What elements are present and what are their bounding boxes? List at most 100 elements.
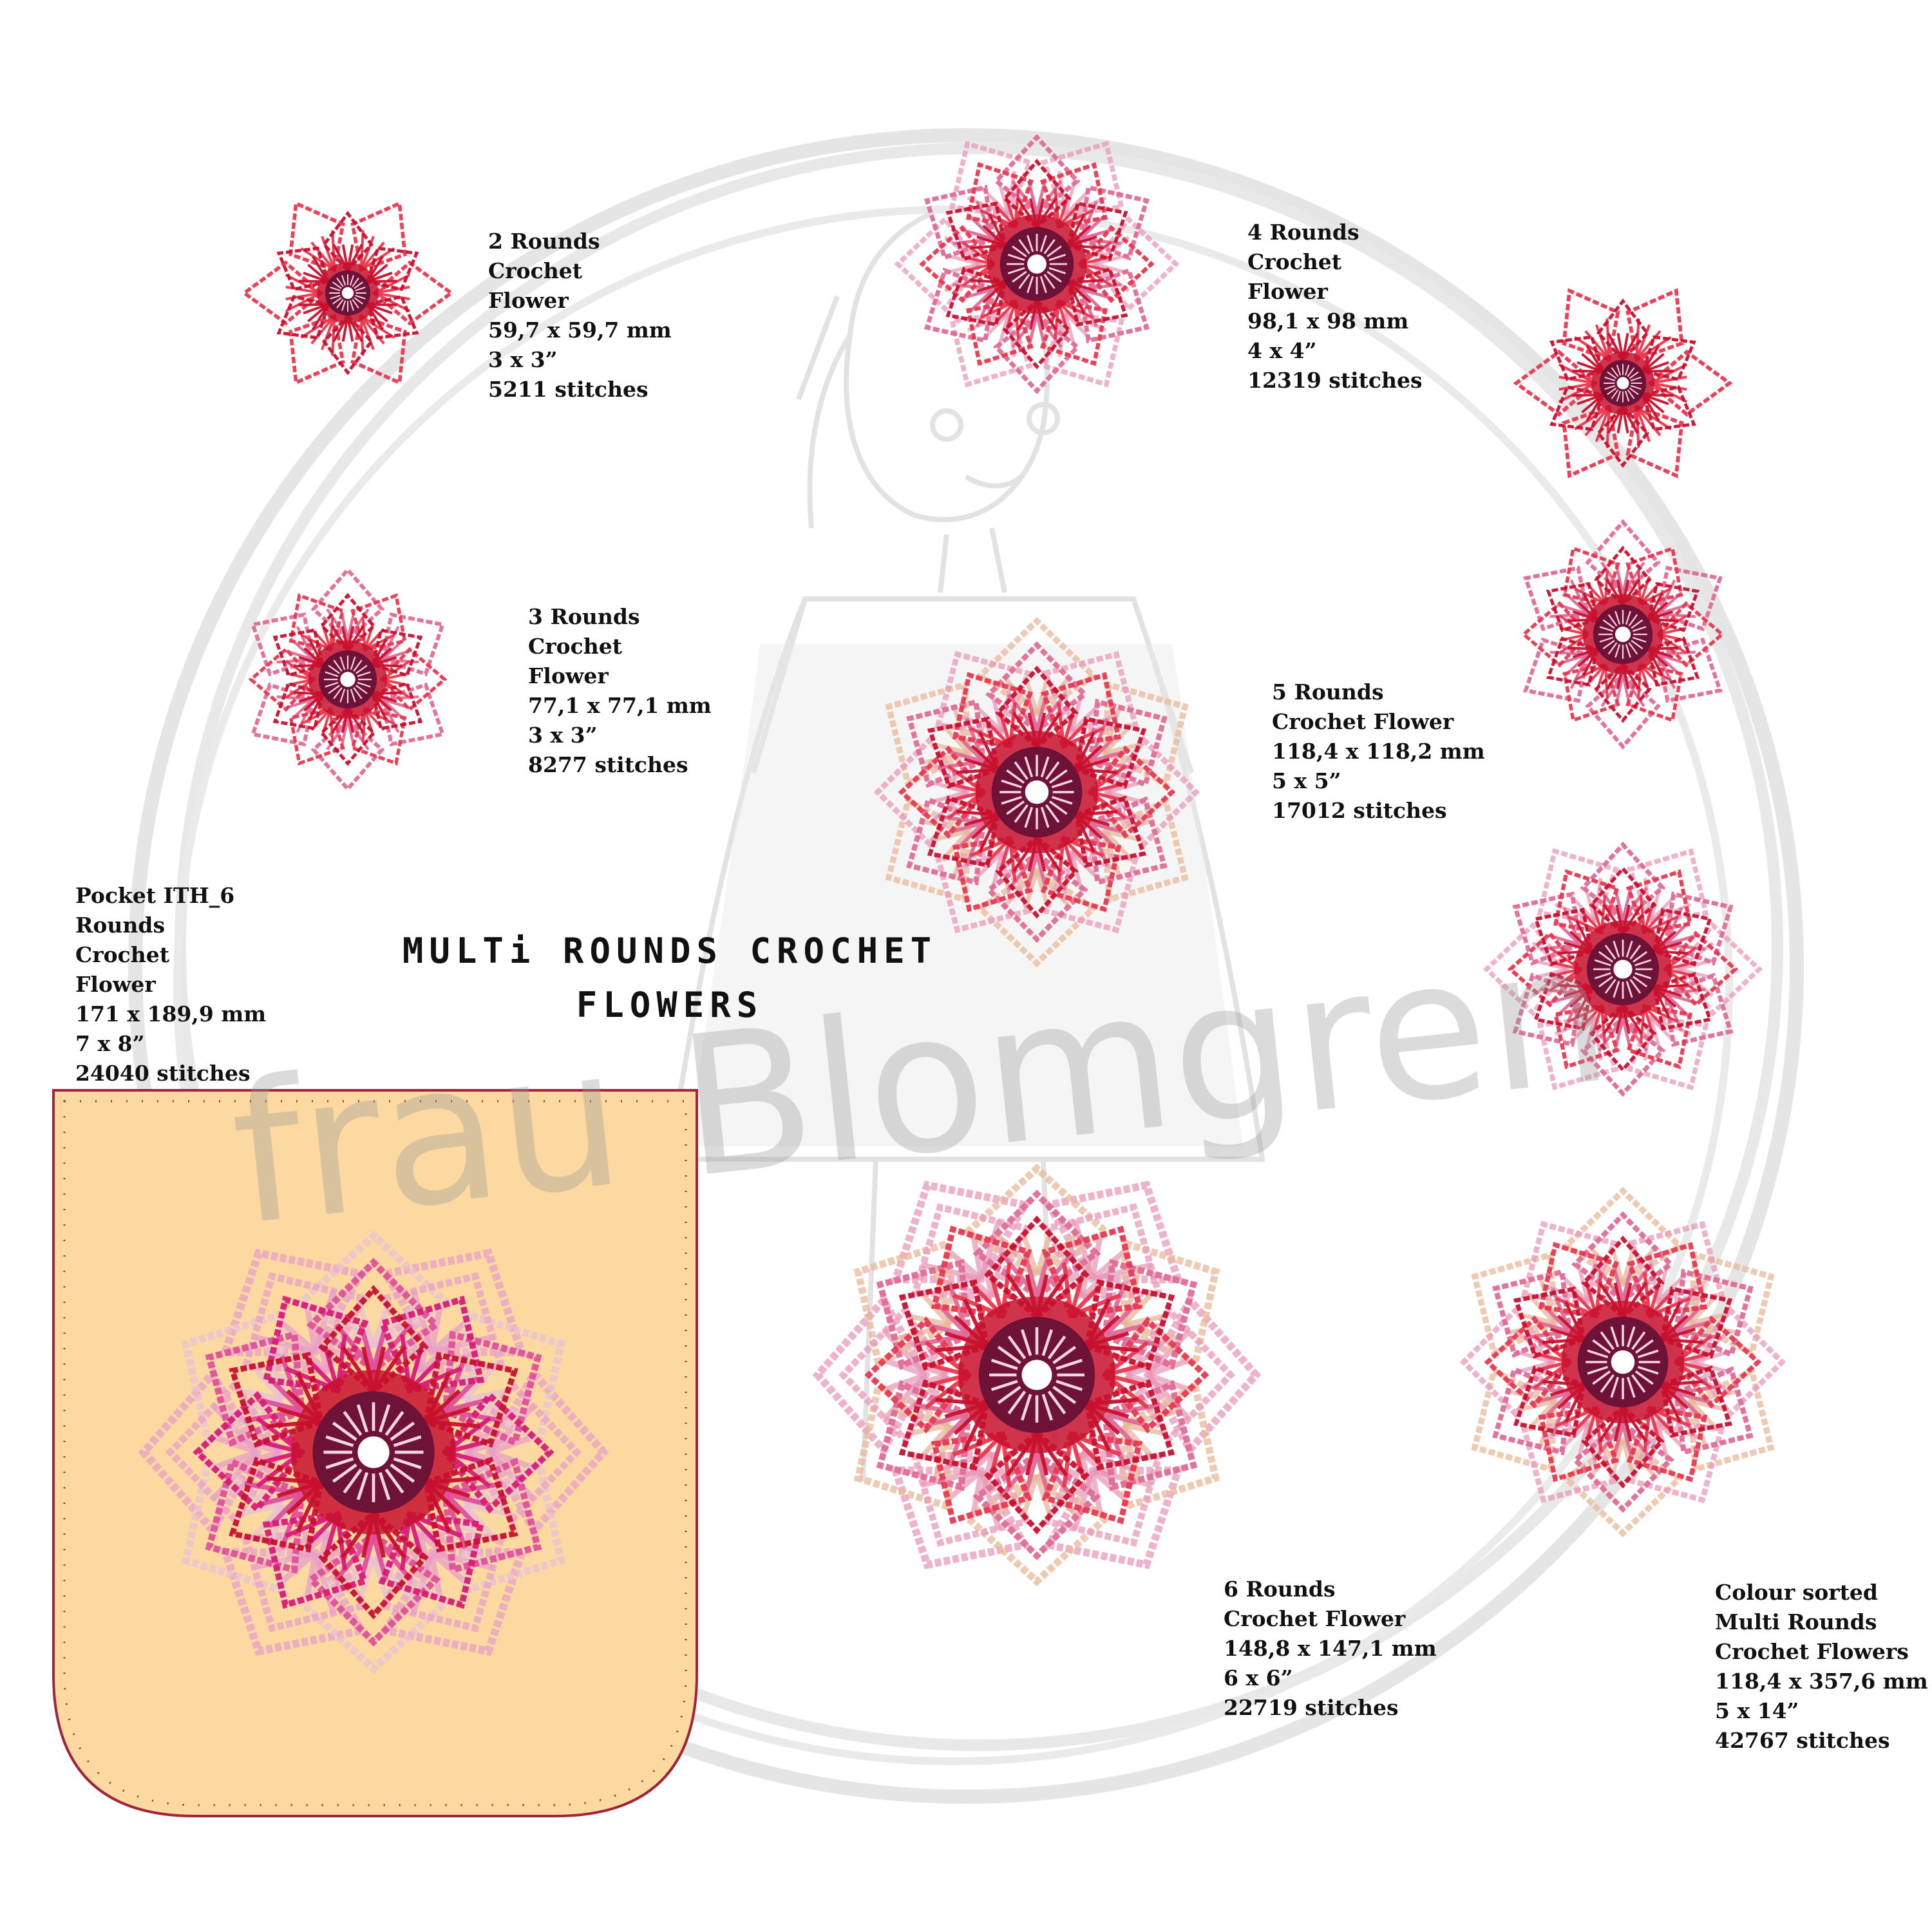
petal-spoke xyxy=(967,288,995,314)
center-stitch xyxy=(1024,756,1034,778)
petal-spoke xyxy=(1635,406,1651,442)
label-line: 118,4 x 118,2 mm xyxy=(1272,739,1485,764)
sorted-flower-3 xyxy=(1520,519,1725,750)
label-4-rounds: 4 Rounds Crochet Flower 98,1 x 98 mm 4 x… xyxy=(1247,218,1423,395)
flower-petal xyxy=(1673,1315,1762,1409)
center-stitch xyxy=(1018,274,1030,289)
flower-petal xyxy=(1043,1466,1184,1569)
label-line: 7 x 8” xyxy=(75,1031,145,1056)
flower-hole xyxy=(1613,960,1633,979)
flower-petal xyxy=(310,567,385,643)
flower-petal xyxy=(898,745,987,839)
center-stitch xyxy=(1611,367,1619,377)
flower-petal xyxy=(241,1272,368,1375)
center-stitch xyxy=(1630,376,1642,382)
center-stitch xyxy=(1625,981,1633,998)
flower-petal xyxy=(1625,404,1684,478)
flower-petal xyxy=(289,593,345,652)
center-stitch xyxy=(332,281,342,289)
flower-petal xyxy=(1655,601,1725,668)
center-stitch xyxy=(1607,614,1618,627)
flower-petal xyxy=(975,867,1099,968)
center-stitch xyxy=(356,1472,369,1501)
flower-petal xyxy=(1549,385,1605,431)
petal-spoke xyxy=(359,1535,376,1580)
flower-petal xyxy=(319,592,376,653)
petal-spoke xyxy=(1558,382,1596,403)
flower-petal xyxy=(965,162,1034,229)
flower-petal xyxy=(1039,299,1108,366)
center-stitch xyxy=(350,656,356,670)
petal-spoke xyxy=(1621,1423,1634,1461)
flower-petal xyxy=(1625,663,1683,723)
petal-spoke xyxy=(1533,1320,1570,1333)
center-stitch xyxy=(357,681,371,688)
center-stitch xyxy=(336,278,344,287)
center-stitch xyxy=(393,1457,422,1470)
petal-spoke xyxy=(1635,407,1640,448)
center-stitch xyxy=(1634,972,1652,980)
flower-petal xyxy=(294,1553,453,1674)
label-line: 77,1 x 77,1 mm xyxy=(528,693,712,718)
label-line: 98,1 x 98 mm xyxy=(1247,308,1409,334)
flower-petal xyxy=(1042,1449,1164,1547)
center-stitch xyxy=(1020,1394,1032,1421)
label-line: Crochet xyxy=(488,258,582,283)
center-stitch xyxy=(333,687,343,699)
petal-spoke xyxy=(360,247,395,271)
petal-spoke xyxy=(321,316,336,350)
flower-petal xyxy=(1523,637,1590,703)
flower-petal xyxy=(1589,866,1657,936)
center-stitch xyxy=(1048,267,1066,274)
center-stitch xyxy=(390,1421,415,1441)
center-stitch xyxy=(1598,951,1613,963)
center-stitch xyxy=(1018,239,1030,254)
center-stitch xyxy=(1594,959,1611,967)
flower-petal xyxy=(885,797,972,904)
sorted-flower-2 xyxy=(1513,288,1733,478)
flower-5-rounds xyxy=(873,616,1200,968)
label-line: 3 x 3” xyxy=(488,347,558,372)
center-stitch xyxy=(1627,389,1635,399)
center-stitch xyxy=(1045,761,1060,781)
petal-spoke xyxy=(1035,180,1046,214)
center-stitch xyxy=(1040,756,1050,778)
flower-petal xyxy=(294,1230,453,1352)
petal-spoke xyxy=(1650,375,1687,385)
flower-petal xyxy=(927,716,1000,789)
label-line: Crochet Flower xyxy=(1272,709,1454,734)
center-stitch xyxy=(997,1385,1021,1405)
flower-petal xyxy=(1585,519,1661,597)
label-line: 6 Rounds xyxy=(1224,1577,1336,1602)
center-stitch xyxy=(1604,944,1616,960)
flower-petal xyxy=(1041,650,1139,735)
flower-petal xyxy=(890,1466,1031,1569)
flower-petal xyxy=(182,1309,287,1446)
flower-petal xyxy=(138,1367,262,1538)
petal-spoke xyxy=(1574,406,1610,431)
flower-hole xyxy=(1025,780,1049,804)
flower-petal xyxy=(1103,735,1200,849)
flower-petal xyxy=(272,681,325,731)
petal-spoke xyxy=(1558,381,1596,391)
center-stitch xyxy=(1602,619,1615,629)
flower-petal xyxy=(250,682,316,747)
petal-spoke xyxy=(1079,288,1106,314)
center-stitch xyxy=(354,281,363,289)
flower-petal xyxy=(1520,1419,1619,1504)
petal-spoke xyxy=(1035,314,1046,348)
center-stitch xyxy=(393,1435,422,1448)
petal-spoke xyxy=(331,316,336,356)
flower-petal xyxy=(1120,1380,1220,1511)
flower-petal xyxy=(262,1511,369,1609)
petal-spoke xyxy=(1595,406,1611,442)
center-stitch xyxy=(1610,1376,1620,1398)
flower-petal xyxy=(1002,158,1072,230)
flower-petal xyxy=(1596,298,1650,363)
flower-petal xyxy=(1041,1226,1143,1319)
petal-spoke xyxy=(359,236,375,270)
flower-hole xyxy=(341,287,354,299)
flower-petal xyxy=(371,628,423,677)
label-line: 12319 stitches xyxy=(1247,368,1423,393)
center-stitch xyxy=(353,687,363,699)
